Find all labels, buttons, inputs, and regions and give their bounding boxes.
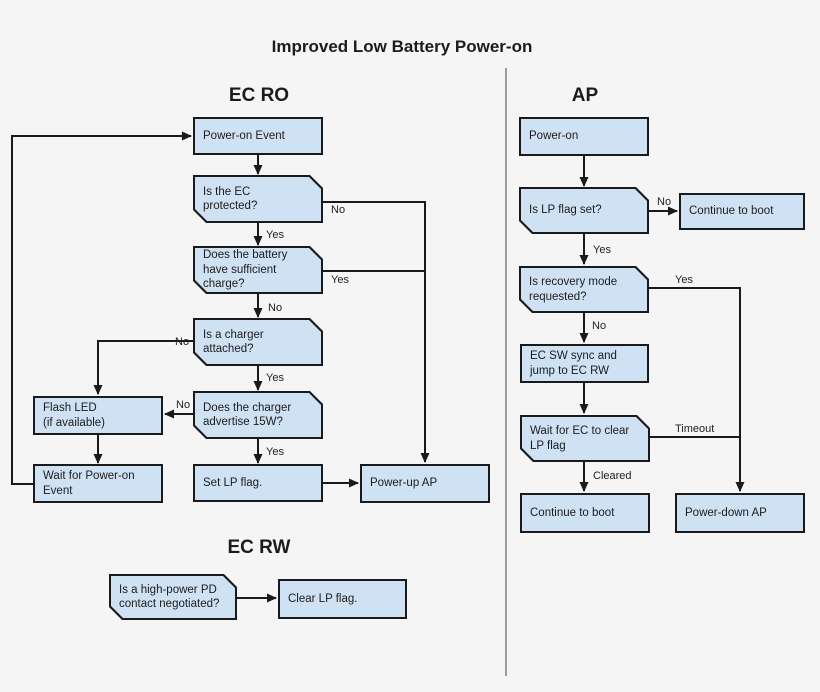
- node-power-down-ap: Power-down AP: [675, 493, 805, 533]
- edge-label-charger-attached-yes: Yes: [266, 372, 284, 384]
- edge-label-recovery-no: No: [592, 320, 607, 332]
- edge-label-protected-yes: Yes: [266, 229, 284, 241]
- edge-protected-no: [323, 201, 430, 463]
- edge-label-battery-no: No: [268, 302, 283, 314]
- node-label: Power-on Event: [203, 129, 285, 142]
- edge-charger-attached-no: [93, 340, 193, 395]
- node-continue-to-boot-cleared: Continue to boot: [520, 493, 650, 533]
- edge-recovery-yes: [649, 287, 745, 492]
- edge-label-charger15w-no: No: [176, 399, 191, 411]
- node-label: Does the battery have sufficient charge?: [203, 249, 288, 291]
- node-ap-power-on: Power-on: [519, 117, 649, 156]
- edge-label-recovery-yes: Yes: [675, 274, 693, 286]
- node-ec-sw-sync: EC SW sync and jump to EC RW: [520, 344, 649, 383]
- node-label: Is a high-power PD contact negotiated?: [119, 583, 220, 610]
- edge-label-battery-yes: Yes: [331, 274, 349, 286]
- edge-label-charger15w-yes: Yes: [266, 446, 284, 458]
- node-label: Set LP flag.: [203, 476, 263, 489]
- node-label: Clear LP flag.: [288, 592, 358, 605]
- node-label: Power-on: [529, 130, 579, 143]
- node-recovery-mode: Is recovery mode requested?: [519, 266, 649, 313]
- node-label: Is recovery mode requested?: [529, 276, 618, 303]
- node-pd-contact: Is a high-power PD contact negotiated?: [109, 574, 237, 620]
- node-power-up-ap: Power-up AP: [360, 464, 490, 503]
- node-label: Is LP flag set?: [529, 204, 602, 217]
- edge-label-wait-cleared: Cleared: [593, 470, 632, 482]
- node-continue-to-boot-no: Continue to boot: [679, 193, 805, 230]
- node-set-lp-flag: Set LP flag.: [193, 464, 323, 502]
- node-label: Wait for EC to clear LP flag: [530, 425, 630, 452]
- edge-label-lpflag-yes: Yes: [593, 244, 611, 256]
- section-heading-ec-ro: EC RO: [228, 85, 290, 106]
- node-label: Is the EC protected?: [203, 185, 258, 212]
- node-label: Is a charger attached?: [203, 328, 264, 355]
- node-clear-lp-flag: Clear LP flag.: [278, 579, 407, 619]
- edge-wait-loop-to-poweron: [11, 131, 192, 485]
- node-label: Continue to boot: [530, 506, 615, 519]
- edge-label-lpflag-no: No: [657, 196, 672, 208]
- diagram-title: Improved Low Battery Power-on: [271, 37, 533, 56]
- node-wait-power-on: Wait for Power-on Event: [33, 464, 163, 503]
- edge-label-wait-timeout: Timeout: [675, 423, 715, 435]
- node-battery-charge: Does the battery have sufficient charge?: [193, 246, 323, 294]
- section-divider: [505, 68, 507, 676]
- node-label: Wait for Power-on Event: [43, 470, 135, 497]
- node-label: Continue to boot: [689, 205, 774, 218]
- node-charger-15w: Does the charger advertise 15W?: [193, 391, 323, 439]
- node-label: Power-down AP: [685, 506, 767, 519]
- node-label: Does the charger advertise 15W?: [203, 401, 292, 428]
- node-label: EC SW sync and jump to EC RW: [530, 350, 617, 377]
- edge-label-protected-no: No: [331, 204, 346, 216]
- section-heading-ap: AP: [571, 85, 599, 106]
- node-charger-attached: Is a charger attached?: [193, 318, 323, 366]
- node-power-on-event: Power-on Event: [193, 117, 323, 155]
- node-label: Power-up AP: [370, 477, 438, 490]
- node-wait-ec-clear: Wait for EC to clear LP flag: [520, 415, 650, 462]
- section-heading-ec-rw: EC RW: [227, 537, 291, 558]
- node-flash-led: Flash LED (if available): [33, 396, 163, 435]
- node-ec-protected: Is the EC protected?: [193, 175, 323, 223]
- node-label: Flash LED (if available): [43, 402, 105, 429]
- node-lp-flag-set: Is LP flag set?: [519, 187, 649, 234]
- edge-label-charger-attached-no: No: [175, 336, 190, 348]
